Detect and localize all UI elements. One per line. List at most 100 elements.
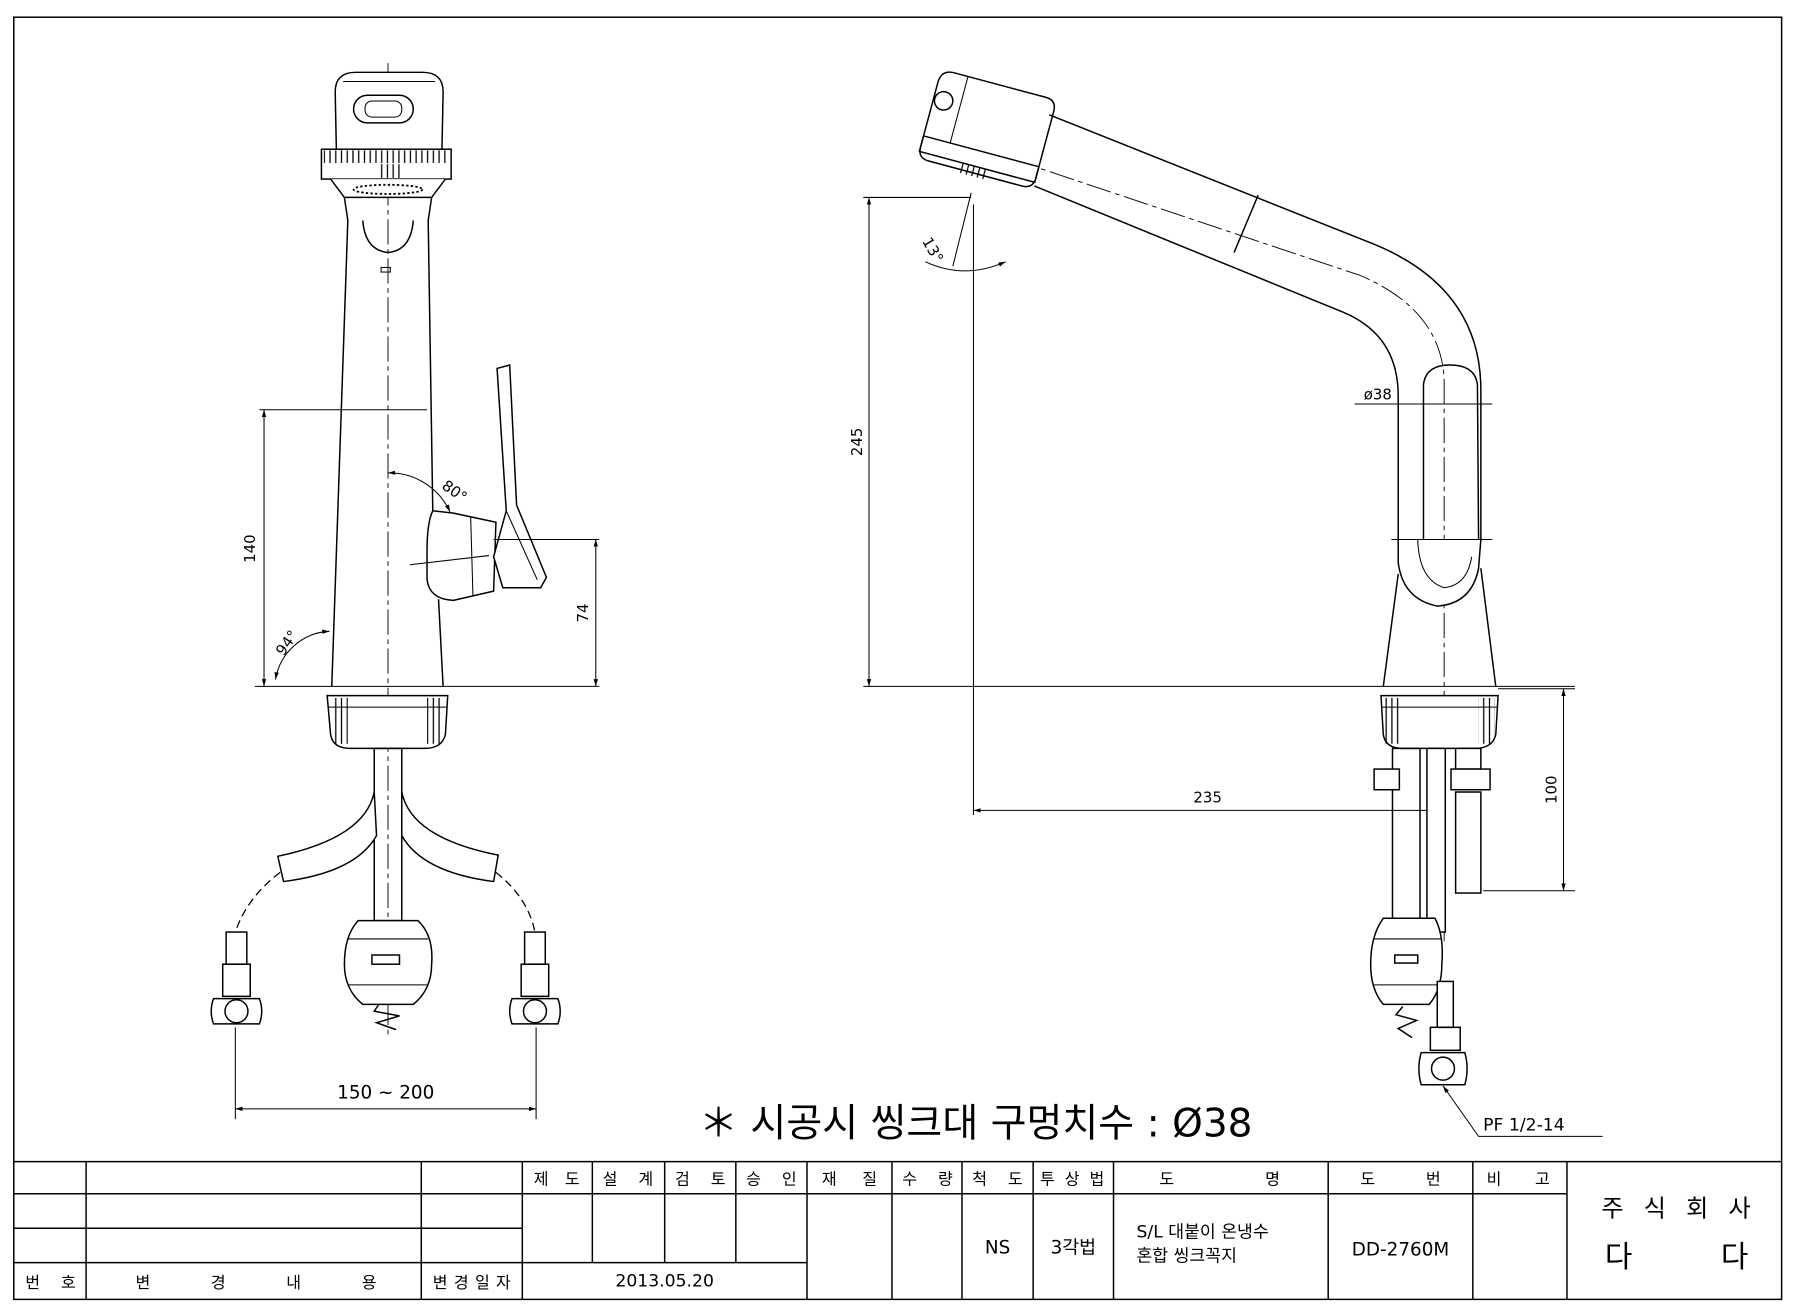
tb-header-scale: 척 도: [972, 1170, 1023, 1189]
tb-revision-no-label: 번 호: [25, 1273, 76, 1292]
side-base: [1380, 694, 1499, 750]
valve-nut-bore: [522, 999, 548, 1024]
side-lever: [1397, 539, 1482, 607]
lever-handle: [492, 364, 548, 589]
side-stud-upper: [1454, 747, 1482, 770]
spray-head-window: [352, 94, 415, 124]
tb-header-quantity: 수 량: [902, 1170, 953, 1189]
side-body-left: [1382, 573, 1399, 687]
dim-label-diameter: ø38: [1364, 385, 1392, 403]
side-under-deck: PF 1/2-14: [1369, 747, 1603, 1137]
side-valve-ring: [1429, 1026, 1461, 1052]
cartridge-axis-line: [409, 555, 490, 566]
front-body: [259, 197, 444, 687]
side-head-button: [933, 90, 954, 111]
angle-arc-body: [274, 629, 330, 680]
lever-inner-edge: [505, 510, 538, 580]
front-angle-valve-left: [210, 931, 263, 1025]
tb-header-drafted: 제 도: [534, 1170, 580, 1189]
cold-flex-hose-dashed: [495, 871, 536, 933]
tb-header-designed: 설 계: [603, 1170, 654, 1189]
angle-arc-head: [925, 261, 1006, 272]
dim-label-245: 245: [848, 428, 866, 456]
thread-spec-label: PF 1/2-14: [1483, 1116, 1565, 1136]
tb-drawing-number-value: DD-2760M: [1352, 1240, 1449, 1261]
base-knurl-right: [427, 697, 444, 744]
tb-scale-value: NS: [985, 1237, 1010, 1258]
tb-drawing-name-line2: 혼합 씽크꼭지: [1136, 1246, 1236, 1266]
dim-label-100: 100: [1543, 775, 1561, 803]
spray-head-ridges: [378, 164, 402, 178]
tb-header-approved: 승 인: [746, 1170, 797, 1189]
tb-header-material: 재 질: [822, 1170, 877, 1189]
hot-supply-tube: [276, 791, 378, 883]
valve-stem: [225, 931, 248, 965]
tb-header-checked: 검 토: [675, 1170, 726, 1189]
side-hose-tail: [1394, 1006, 1419, 1039]
front-hose-weight: [343, 919, 433, 1031]
side-head-body: [919, 71, 1056, 188]
spray-head-knurl: [323, 150, 449, 163]
tb-date-value: 2013.05.20: [615, 1272, 714, 1292]
valve-ring: [520, 963, 550, 998]
hot-flex-hose-dashed: [234, 871, 281, 933]
tb-header-projection: 투상법: [1040, 1170, 1104, 1189]
body-left-edge: [331, 220, 349, 687]
thread-leader-line: [1442, 1085, 1479, 1137]
cartridge-housing: [426, 509, 497, 602]
side-head-ridges: [958, 162, 989, 180]
front-handle: 80°: [387, 364, 548, 602]
side-dimensions: 245 13° 235 100: [848, 192, 1576, 892]
dim-label-140: 140: [241, 534, 259, 562]
aerator-holes: [352, 183, 424, 195]
body-neck-left: [343, 197, 349, 221]
valve-nut: [508, 997, 561, 1025]
tb-company-line2: 다 다: [1605, 1240, 1748, 1275]
side-lever-inner: [1417, 539, 1473, 589]
head-axis-line: [952, 192, 972, 267]
front-angle-valve-right: [508, 931, 561, 1025]
side-hose-weight: [1369, 917, 1444, 1006]
tb-header-drawing-number: 도 번: [1360, 1170, 1440, 1189]
mounting-nut-left: [1373, 768, 1401, 791]
spray-head-window-inner: [364, 100, 403, 118]
side-head-face-line: [949, 76, 969, 144]
side-spout: [1034, 114, 1482, 540]
hose-weight-body: [343, 919, 433, 1006]
mounting-nut-right: [1450, 768, 1491, 791]
front-spray-head: [320, 71, 452, 199]
side-threaded-stud: [1454, 791, 1482, 894]
spout-bottom-edge: [1034, 185, 1399, 540]
cold-supply-tube: [401, 791, 500, 883]
side-body: ø38: [1354, 385, 1497, 687]
side-valve-nut: [1418, 1051, 1468, 1086]
body-cap: [1422, 364, 1480, 540]
cartridge-inner-line: [470, 516, 474, 596]
tb-projection-value: 3각법: [1051, 1237, 1096, 1258]
body-neck-right: [427, 197, 433, 221]
side-supply-tube: [1426, 747, 1447, 933]
valve-nut-bore: [224, 999, 249, 1024]
base-knurl-left: [331, 697, 348, 744]
dim-label-235: 235: [1193, 788, 1221, 806]
side-spout-centerline: [975, 146, 1445, 942]
front-spacing-dimension: 150 ~ 200: [234, 1027, 537, 1120]
body-right-edge-upper: [427, 220, 434, 511]
valve-ring: [221, 963, 252, 998]
spray-head-aerator: [330, 178, 447, 199]
valve-nut: [210, 997, 263, 1025]
valve-stem: [523, 931, 547, 965]
body-right-edge-lower: [437, 599, 444, 687]
hose-tail: [372, 1003, 400, 1031]
dim-label-spacing: 150 ~ 200: [337, 1082, 434, 1103]
spray-head-cap: [334, 71, 444, 150]
tb-drawing-name-line1: S/L 대붙이 온냉수: [1136, 1222, 1268, 1242]
tb-header-remarks: 비 고: [1487, 1170, 1550, 1189]
angle-arc-handle: [387, 470, 451, 513]
spout-joint-line: [1233, 194, 1259, 253]
side-valve-stem: [1436, 980, 1455, 1029]
front-hoses: [234, 747, 536, 933]
dim-label-74: 74: [574, 603, 592, 622]
body-mark: [380, 266, 391, 273]
